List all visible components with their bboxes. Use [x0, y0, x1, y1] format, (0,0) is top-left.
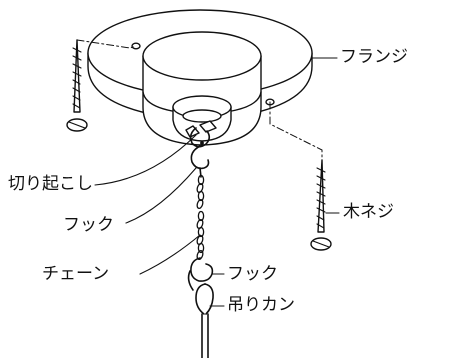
label-hanging-ring: 吊りカン — [227, 295, 295, 315]
leader-cutout — [94, 134, 197, 186]
upper-hook — [190, 145, 210, 178]
label-hook-upper: フック — [63, 215, 114, 235]
chain-upper — [196, 174, 205, 210]
hanging-ring — [195, 283, 214, 358]
leader-lines — [94, 57, 340, 307]
alignment-lines — [76, 39, 323, 161]
cutout-tab — [185, 120, 217, 148]
label-chain: チェーン — [42, 264, 110, 284]
label-flange: フランジ — [340, 47, 408, 67]
label-wood-screw: 木ネジ — [343, 202, 394, 222]
label-hook-lower: フック — [227, 264, 278, 284]
label-cutout: 切り起こし — [8, 174, 93, 194]
leader-hook-upper — [125, 167, 197, 224]
chain-lower — [196, 210, 205, 261]
flange-dome — [142, 31, 262, 146]
mounting-hole-left — [131, 42, 141, 50]
wood-screw-left — [66, 39, 88, 132]
leader-chain — [139, 234, 201, 275]
lower-hook — [187, 257, 214, 291]
wood-screw-right — [310, 159, 332, 251]
